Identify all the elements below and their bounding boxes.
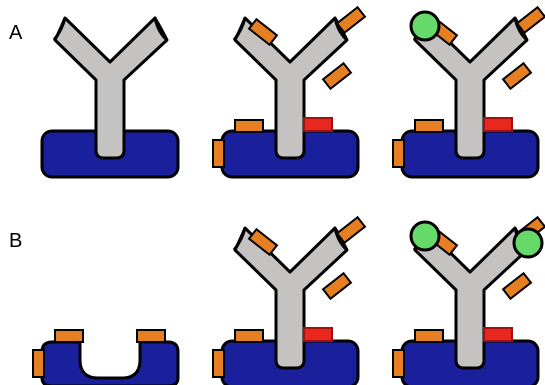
cell-1-2 xyxy=(393,217,545,385)
tag-left xyxy=(213,350,224,377)
tag-top-left xyxy=(55,330,83,342)
red-patch xyxy=(484,118,512,131)
antigen-left xyxy=(411,12,439,40)
cell-0-2 xyxy=(393,7,545,177)
cell-1-0 xyxy=(33,330,178,385)
tag-top-right xyxy=(137,330,165,342)
red-patch xyxy=(304,328,332,341)
tag-left xyxy=(393,350,404,377)
antigen-right xyxy=(514,229,542,257)
arm-tag-right xyxy=(503,63,531,88)
arm-tag-right xyxy=(323,63,351,88)
tag-top-left xyxy=(415,120,443,132)
cell-1-1 xyxy=(213,217,365,385)
tag-left xyxy=(393,140,404,167)
tag-left xyxy=(33,350,44,377)
arm-tag-right xyxy=(323,273,351,298)
arm-tag-tip xyxy=(337,7,365,32)
red-patch xyxy=(304,118,332,131)
cell-0-1 xyxy=(213,7,365,177)
cell-0-0 xyxy=(42,18,178,177)
tag-top-left xyxy=(235,330,263,342)
tag-left xyxy=(213,140,224,167)
tag-top-left xyxy=(415,330,443,342)
receptor-base-with-pocket xyxy=(42,342,178,385)
red-patch xyxy=(484,328,512,341)
arm-tag-tip xyxy=(517,7,545,32)
arm-tag-right xyxy=(503,273,531,298)
tag-top-left xyxy=(235,120,263,132)
antigen-left xyxy=(411,222,439,250)
arm-tag-tip xyxy=(337,217,365,242)
